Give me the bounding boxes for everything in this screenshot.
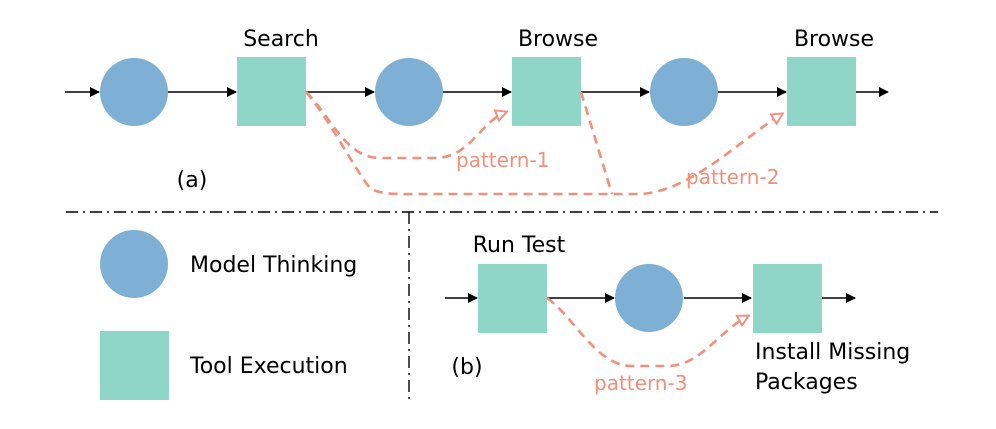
pattern-arrow-2a [305,91,782,196]
pattern-arrow-3 [546,296,748,368]
tool-node-browse-2 [787,57,856,126]
tool-node-run-test [478,264,547,333]
pattern-label-2: pattern-2 [686,165,779,189]
tool-label-run-test: Run Test [473,233,566,258]
legend-thinking-label: Model Thinking [190,253,357,278]
tool-label-install-2: Packages [755,370,858,395]
tool-node-install [753,264,822,333]
thinking-node-a-1 [100,58,168,126]
tool-label-install-1: Install Missing [755,340,910,365]
tool-label-search: Search [243,27,319,52]
legend-thinking-icon [100,230,168,298]
panel-label-b: (b) [451,355,482,380]
thinking-node-a-2 [375,58,443,126]
legend-tool-label: Tool Execution [189,354,348,379]
tool-node-browse-1 [512,57,581,126]
legend-tool-icon [100,331,169,400]
pattern-label-3: pattern-3 [594,371,687,395]
panel-label-a: (a) [177,168,208,193]
thinking-node-a-3 [650,58,718,126]
pattern-arrow-1 [305,91,506,160]
pattern-arrow-2b [579,91,614,195]
tool-label-browse-2: Browse [794,27,874,52]
thinking-node-b-1 [615,264,683,332]
pattern-label-1: pattern-1 [456,148,549,172]
tool-node-search [237,57,306,126]
tool-label-browse-1: Browse [518,27,598,52]
